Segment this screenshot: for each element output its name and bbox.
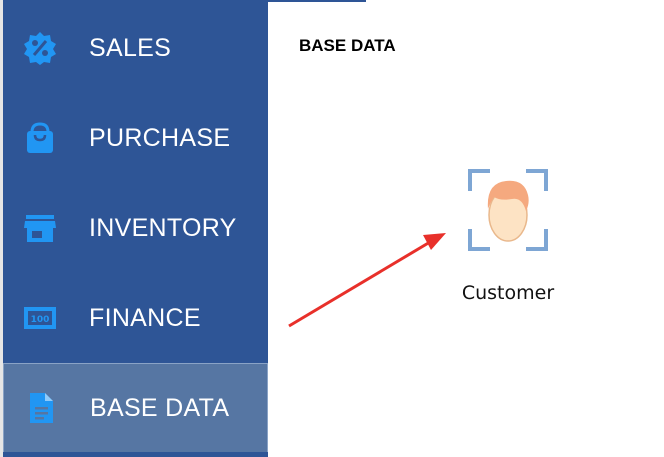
sidebar-item-base-data[interactable]: BASE DATA: [3, 363, 268, 453]
sidebar-item-label: SALES: [89, 33, 172, 62]
discount-badge-icon: [23, 31, 57, 65]
sidebar-item-label: FINANCE: [89, 303, 201, 332]
sidebar: SALES PURCHASE INVENTORY: [3, 0, 268, 457]
document-icon: [24, 391, 58, 425]
customer-tile[interactable]: Customer: [444, 164, 572, 314]
sidebar-item-label: BASE DATA: [90, 393, 230, 422]
store-icon: [23, 211, 57, 245]
sidebar-bottom-strip: [3, 452, 268, 457]
sidebar-item-purchase[interactable]: PURCHASE: [3, 93, 268, 183]
shopping-bag-icon: [23, 121, 57, 155]
sidebar-item-label: INVENTORY: [89, 213, 237, 242]
svg-text:100: 100: [31, 315, 50, 325]
top-accent-line: [268, 0, 366, 2]
window-left-edge: [0, 0, 3, 457]
sidebar-item-label: PURCHASE: [89, 123, 231, 152]
customer-face-icon: [468, 169, 548, 251]
sidebar-item-sales[interactable]: SALES: [3, 3, 268, 93]
money-bill-icon: 100: [23, 301, 57, 335]
customer-label: Customer: [461, 282, 555, 304]
sidebar-item-inventory[interactable]: INVENTORY: [3, 183, 268, 273]
page-title: BASE DATA: [299, 36, 396, 55]
sidebar-item-finance[interactable]: 100 FINANCE: [3, 273, 268, 363]
